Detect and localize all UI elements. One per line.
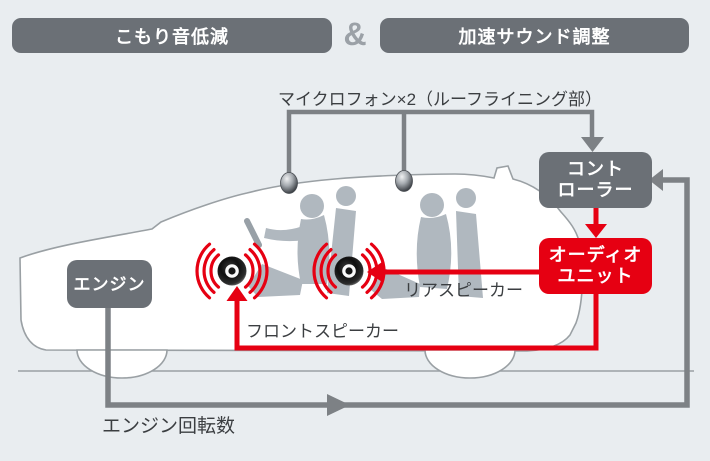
front-speaker-label: フロントスピーカー	[246, 322, 399, 341]
controller-to-audio-arrowhead-icon	[585, 224, 607, 238]
microphone-connector-line	[286, 109, 604, 178]
rear-wheel	[424, 349, 516, 379]
controller-box: コント ローラー	[539, 152, 652, 208]
controller-label-line1: コント	[567, 159, 624, 179]
badge-noise-reduction: こもり音低減	[12, 18, 332, 53]
front-speaker-icon	[217, 256, 247, 286]
rear-speaker-icon	[334, 256, 364, 286]
engine-box: エンジン	[67, 260, 152, 308]
engine-rpm-label: エンジン回転数	[102, 416, 236, 437]
rear-speaker-arrowhead-icon	[367, 261, 383, 283]
audio-unit-label-line2: ユニット	[557, 266, 634, 286]
microphone-icon-rear	[395, 170, 413, 192]
front-speaker-arrowhead-icon	[226, 286, 248, 301]
engine-rpm-feedback-line	[105, 169, 690, 416]
microphone-icon-front	[280, 172, 298, 194]
badge-sound-tuning: 加速サウンド調整	[380, 18, 689, 53]
controller-label-line2: ローラー	[557, 180, 634, 200]
front-wheel	[76, 349, 168, 379]
audio-unit-box: オーディオ ユニット	[539, 238, 652, 294]
steering-wheel	[244, 218, 262, 248]
mic-to-controller-arrowhead-icon	[581, 137, 604, 152]
feedback-to-controller-arrowhead-icon	[649, 169, 663, 191]
ampersand-text: &	[343, 16, 367, 52]
rpm-flow-arrowhead-icon	[327, 394, 350, 416]
controller-to-audio-line	[585, 208, 607, 238]
audio-to-front-speaker-line	[226, 286, 599, 351]
audio-unit-label-line1: オーディオ	[548, 245, 643, 265]
microphone-label: マイクロフォン×2（ルーフライニング部）	[277, 90, 603, 109]
rear-seat-silhouette	[456, 188, 483, 298]
audio-to-rear-speaker-line	[367, 261, 539, 283]
rear-speaker-label: リアスピーカー	[404, 281, 523, 300]
